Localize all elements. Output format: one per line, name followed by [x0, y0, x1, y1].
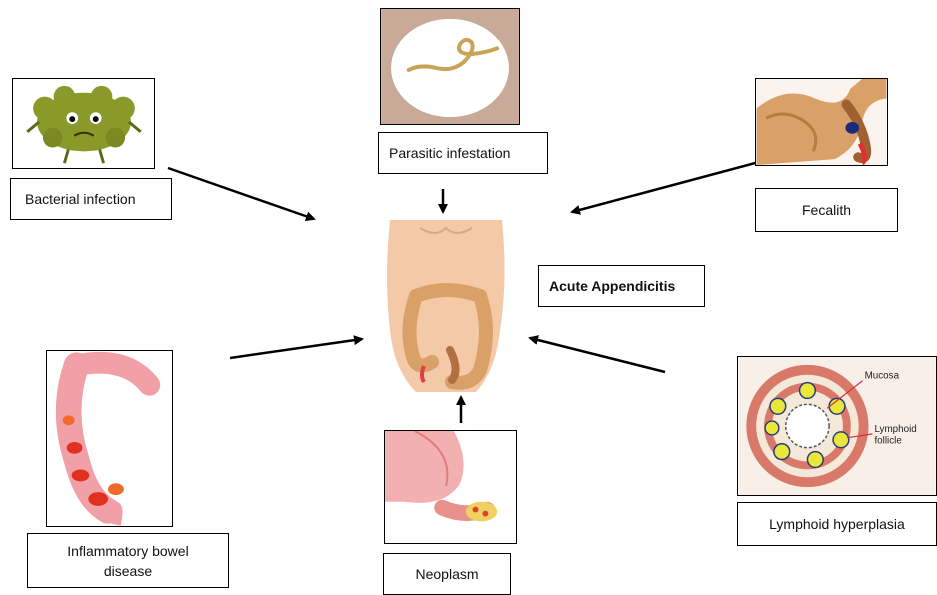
torso-picture	[380, 220, 512, 392]
acute-appendicitis-text: Acute Appendicitis	[549, 278, 675, 294]
tumor-icon	[385, 431, 516, 543]
lymphoid-hyperplasia-text: Lymphoid hyperplasia	[769, 516, 905, 532]
parasitic-infestation-label: Parasitic infestation	[378, 132, 548, 174]
germ-icon	[13, 79, 154, 168]
parasitic-infestation-text: Parasitic infestation	[389, 145, 510, 161]
lymphoid-follicle-label-1: Lymphoid	[874, 424, 916, 435]
lymphoid-follicle-label-2: follicle	[874, 436, 902, 447]
acute-appendicitis-label: Acute Appendicitis	[538, 265, 705, 307]
ibd-picture	[46, 350, 173, 527]
fecalith-text: Fecalith	[802, 202, 851, 218]
mucosa-label: Mucosa	[865, 371, 900, 382]
bacterial-infection-label: Bacterial infection	[10, 178, 172, 220]
ibd-label: Inflammatory bowel disease	[27, 533, 229, 588]
arrow-bacterial	[168, 168, 314, 219]
bacterial-infection-text: Bacterial infection	[25, 191, 136, 207]
lymphoid-cross-section-icon: Mucosa Lymphoid follicle	[738, 357, 936, 495]
arrow-lymphoid	[530, 338, 665, 372]
fecalith-label: Fecalith	[755, 188, 898, 232]
abdomen-icon	[380, 220, 512, 392]
neoplasm-text: Neoplasm	[415, 566, 478, 582]
arrow-fecalith	[572, 158, 774, 212]
ibd-text: Inflammatory bowel disease	[53, 541, 203, 581]
lymphoid-hyperplasia-label: Lymphoid hyperplasia	[737, 502, 937, 546]
bacteria-picture	[12, 78, 155, 169]
worm-icon	[381, 9, 519, 124]
lymphoid-picture: Mucosa Lymphoid follicle	[737, 356, 937, 496]
parasite-picture	[380, 8, 520, 125]
arrow-ibd	[230, 339, 362, 358]
inflamed-colon-icon	[47, 351, 172, 526]
neoplasm-picture	[384, 430, 517, 544]
neoplasm-label: Neoplasm	[383, 553, 511, 595]
fecalith-picture	[755, 78, 888, 166]
fecalith-icon	[756, 79, 887, 165]
